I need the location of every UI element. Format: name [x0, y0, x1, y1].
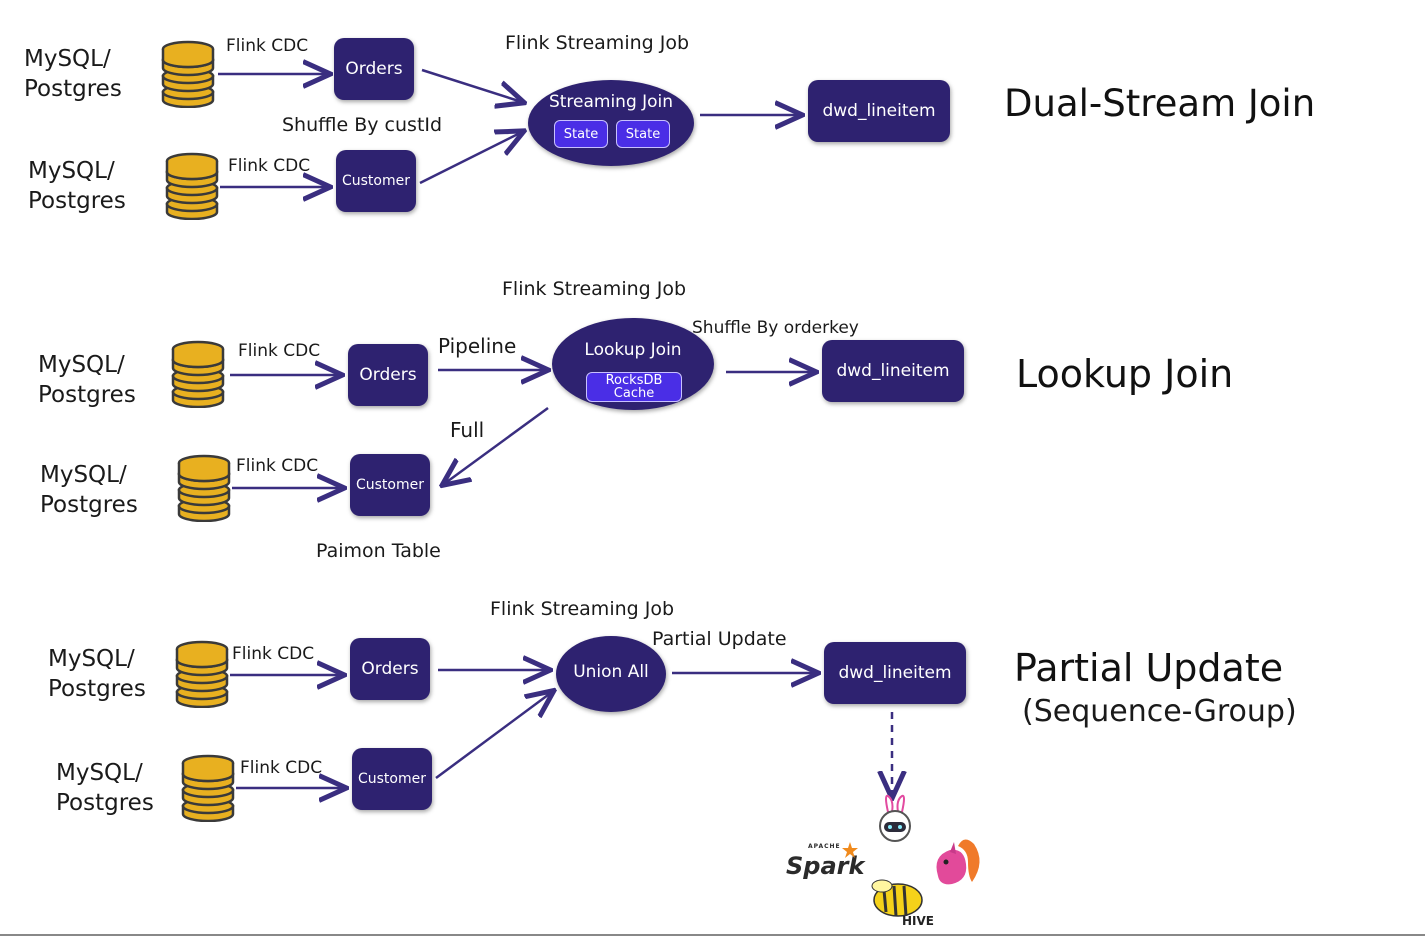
s2-shuffle-label: Shuffle By orderkey: [692, 318, 859, 338]
spark-logo-icon: APACHE Spark: [786, 842, 865, 880]
s2-cdc1-label: Flink CDC: [238, 341, 321, 361]
s3-job-label: Flink Streaming Job: [490, 598, 675, 620]
s2-source2-label: MySQL/ Postgres: [40, 460, 138, 520]
s2-rocksdb-cache: RocksDB Cache: [586, 372, 682, 402]
s3-source2-line2: Postgres: [56, 790, 154, 816]
s2-customer-table: Customer: [350, 454, 430, 516]
s2-source1-label: MySQL/ Postgres: [38, 350, 136, 410]
s3-source1-line2: Postgres: [48, 676, 146, 702]
s2-source2-line2: Postgres: [40, 492, 138, 518]
spark-logo-text: Spark: [786, 852, 865, 880]
s2-lookup-join: Lookup Join RocksDB Cache: [552, 318, 714, 410]
s1-cdc2-label: Flink CDC: [228, 156, 311, 176]
s2-sink-table: dwd_lineitem: [822, 340, 964, 402]
database-icon: [175, 640, 229, 708]
s1-source2-label: MySQL/ Postgres: [28, 156, 126, 216]
s1-customer-table: Customer: [336, 150, 416, 212]
s1-job-label: Flink Streaming Job: [505, 32, 690, 54]
s3-source1-line1: MySQL/: [48, 646, 135, 672]
database-icon: [171, 340, 225, 408]
s2-source1-line1: MySQL/: [38, 352, 125, 378]
flink-squirrel-icon: [928, 832, 988, 890]
s2-cdc2-label: Flink CDC: [236, 456, 319, 476]
s1-state-2: State: [616, 120, 670, 148]
s3-title: Partial Update: [1014, 646, 1284, 690]
arrow-s3-customer-union: [435, 692, 552, 780]
s3-cdc2-label: Flink CDC: [240, 758, 323, 778]
s1-operator-label: Streaming Join: [548, 92, 674, 112]
s1-source2-line1: MySQL/: [28, 158, 115, 184]
hive-logo-text: HIVE: [902, 914, 934, 928]
s3-union-all: Union All: [556, 636, 666, 712]
s2-title: Lookup Join: [1016, 352, 1234, 396]
s1-source2-line2: Postgres: [28, 188, 126, 214]
s2-job-label: Flink Streaming Job: [502, 278, 687, 300]
s1-source1-line2: Postgres: [24, 76, 122, 102]
s1-state-1: State: [554, 120, 608, 148]
s2-orders-table: Orders: [348, 344, 428, 406]
arrow-s1-customer-join: [419, 132, 522, 185]
s3-source2-line1: MySQL/: [56, 760, 143, 786]
s1-shuffle-label: Shuffle By custId: [282, 114, 443, 136]
s2-source2-line1: MySQL/: [40, 462, 127, 488]
arrow-s1-orders-join: [421, 68, 522, 102]
s1-title: Dual-Stream Join: [1004, 82, 1316, 125]
s2-full-label: Full: [450, 418, 485, 442]
s3-customer-table: Customer: [352, 748, 432, 810]
spark-logo-small: APACHE: [808, 843, 841, 850]
s3-sink-table: dwd_lineitem: [824, 642, 966, 704]
s1-orders-table: Orders: [334, 38, 414, 100]
database-icon: [177, 454, 231, 522]
database-icon: [165, 152, 219, 220]
s1-source1-line1: MySQL/: [24, 46, 111, 72]
s2-paimon-label: Paimon Table: [316, 540, 441, 562]
database-icon: [181, 754, 235, 822]
hive-bee-icon: HIVE: [868, 876, 934, 932]
s3-orders-table: Orders: [350, 638, 430, 700]
s3-operator-label: Union All: [573, 662, 649, 682]
s3-source1-label: MySQL/ Postgres: [48, 644, 146, 704]
paimon-rabbit-icon: [866, 792, 924, 850]
arrow-s2-join-customer: [444, 406, 549, 484]
s2-source1-line2: Postgres: [38, 382, 136, 408]
s2-pipeline-label: Pipeline: [438, 334, 517, 358]
database-icon: [161, 40, 215, 108]
s3-subtitle: (Sequence-Group): [1022, 694, 1297, 729]
s2-operator-label: Lookup Join: [584, 340, 682, 360]
s1-sink-table: dwd_lineitem: [808, 80, 950, 142]
s1-streaming-join: Streaming Join State State: [528, 80, 694, 166]
s1-source1-label: MySQL/ Postgres: [24, 44, 122, 104]
s3-cdc1-label: Flink CDC: [232, 644, 315, 664]
s1-cdc1-label: Flink CDC: [226, 36, 309, 56]
s3-partial-update-label: Partial Update: [652, 628, 787, 650]
s3-source2-label: MySQL/ Postgres: [56, 758, 154, 818]
